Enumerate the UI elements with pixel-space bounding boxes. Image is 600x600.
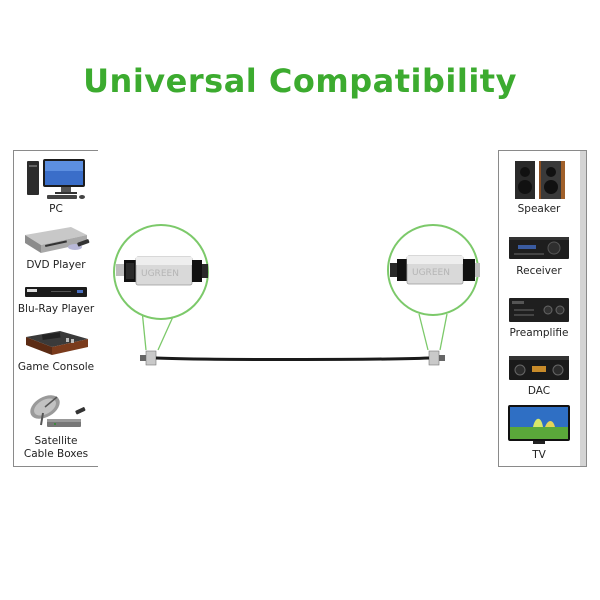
preamplifier-icon [509, 298, 569, 322]
output-devices-panel: Speaker Receiver Preamplifie [498, 150, 587, 467]
dac-icon [509, 356, 569, 380]
source-devices-panel: PC DVD Player Blu-Ray Player [13, 150, 98, 467]
device-bluray-player: Blu-Ray Player [14, 283, 98, 316]
receiver-icon [509, 237, 569, 259]
satellite-dish-icon [30, 395, 86, 427]
desktop-pc-icon [27, 159, 85, 199]
device-pc: PC [14, 157, 98, 216]
device-tv: TV [499, 403, 579, 462]
right-connector-zoom: UGREEN [387, 224, 480, 316]
device-label-line2: Cable Boxes [23, 448, 89, 460]
page-title: Universal Compatibility [83, 62, 517, 100]
panel-edge [580, 151, 586, 466]
device-game-console: Game Console [14, 327, 98, 374]
brand-label: UGREEN [141, 269, 179, 279]
device-preamplifier: Preamplifie [499, 295, 579, 340]
device-label: Speaker [517, 203, 561, 215]
device-satellite: Satellite Cable Boxes [14, 389, 98, 461]
device-label: Blu-Ray Player [17, 303, 95, 315]
device-label: Satellite [34, 435, 78, 447]
brand-label: UGREEN [412, 268, 450, 278]
left-connector-zoom: UGREEN [113, 224, 209, 320]
device-label: Receiver [516, 265, 562, 277]
game-console-icon [26, 331, 88, 355]
dvd-player-icon [25, 227, 90, 253]
device-label: Preamplifie [509, 327, 569, 339]
device-receiver: Receiver [499, 233, 579, 278]
device-dac: DAC [499, 353, 579, 398]
optical-cable [140, 350, 445, 366]
device-label: PC [49, 203, 63, 215]
device-label: Game Console [17, 361, 95, 373]
device-label: DAC [527, 385, 551, 397]
speaker-icon [515, 161, 565, 199]
device-label: DVD Player [26, 259, 86, 271]
bluray-player-icon [25, 287, 87, 297]
device-dvd-player: DVD Player [14, 223, 98, 272]
device-label: TV [532, 449, 546, 461]
tv-icon [508, 405, 570, 444]
device-speaker: Speaker [499, 159, 579, 216]
